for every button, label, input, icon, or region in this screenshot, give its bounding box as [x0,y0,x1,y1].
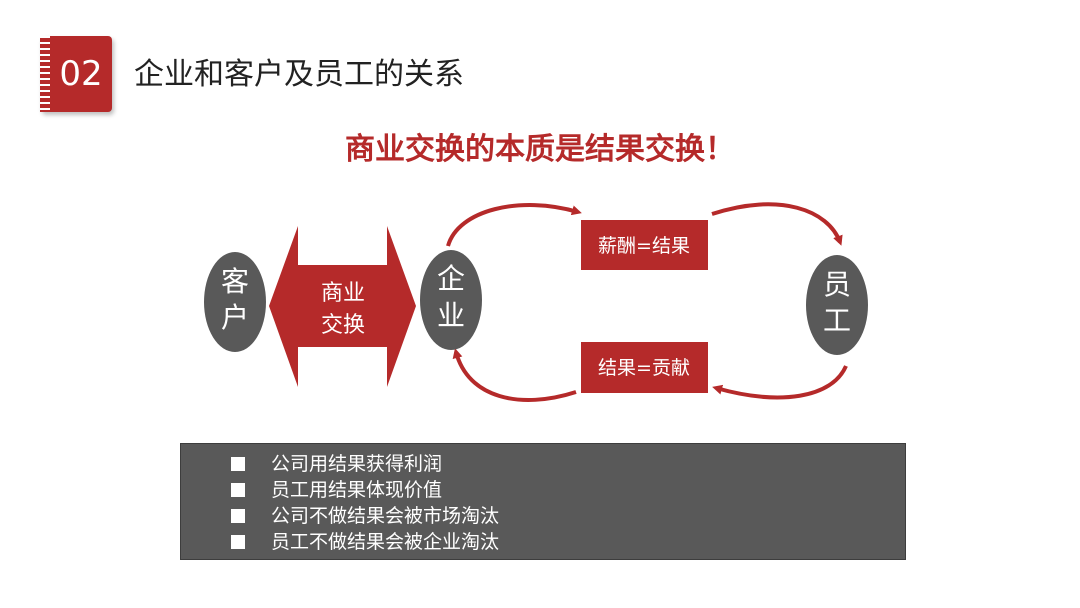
section-number: 02 [59,54,103,94]
bullet-item: 员工不做结果会被企业淘汰 [231,529,905,555]
square-bullet-icon [231,457,245,471]
customer-label-line-2: 户 [221,301,249,334]
salary-label: 薪酬=结果 [598,235,690,257]
bullet-text: 员工不做结果会被企业淘汰 [271,531,500,553]
notebook-binding-decoration [40,36,50,112]
customer-node [204,252,266,352]
square-bullet-icon [231,535,245,549]
contribution-box [581,342,708,393]
exchange-label-line-2: 交换 [321,313,365,338]
enterprise-label-line-2: 业 [437,299,465,332]
section-badge [40,36,112,112]
employee-to-contribution-arrow [712,365,848,400]
employee-label-line-2: 工 [823,304,851,337]
enterprise-node [420,250,482,350]
customer-label-line-1: 客 [221,265,249,298]
square-bullet-icon [231,509,245,523]
exchange-double-arrow [269,226,416,387]
salary-to-employee-arrow [711,202,843,246]
headline: 商业交换的本质是结果交换！ [345,132,735,167]
bullet-text: 公司用结果获得利润 [271,453,443,475]
bullet-panel: 公司用结果获得利润 员工用结果体现价值 公司不做结果会被市场淘汰 员工不做结果会… [180,443,906,560]
bullet-text: 员工用结果体现价值 [271,479,443,501]
section-title: 企业和客户及员工的关系 [134,57,464,92]
square-bullet-icon [231,483,245,497]
contribution-to-enterprise-arrow [452,348,577,402]
bullet-item: 公司不做结果会被市场淘汰 [231,503,905,529]
exchange-label-line-1: 商业 [321,281,365,306]
bullet-text: 公司不做结果会被市场淘汰 [271,505,500,527]
salary-box [581,220,708,270]
employee-node [806,255,868,355]
employee-label-line-1: 员 [823,268,851,301]
contribution-label: 结果=贡献 [598,357,690,379]
bullet-item: 公司用结果获得利润 [231,451,905,477]
bullet-item: 员工用结果体现价值 [231,477,905,503]
enterprise-to-salary-arrow [446,203,582,247]
enterprise-label-line-1: 企 [437,262,465,295]
